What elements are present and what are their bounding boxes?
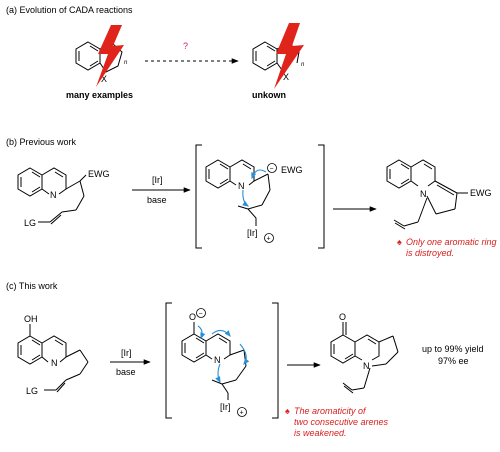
lightning-bolt-left-icon bbox=[96, 25, 124, 87]
note-b-line1: Only one aromatic ring bbox=[406, 237, 497, 247]
intermediate-b-ewg: EWG bbox=[281, 165, 303, 175]
reactant-b-n: N bbox=[50, 190, 57, 200]
curved-arrow-c3 bbox=[239, 343, 250, 366]
plus-charge-circle-c bbox=[237, 407, 247, 417]
minus-charge-b: − bbox=[270, 166, 274, 173]
note-c-line1: The aromaticity of bbox=[294, 406, 367, 416]
lightning-bolt-right-icon bbox=[274, 23, 304, 89]
plus-charge-circle-b bbox=[264, 233, 274, 243]
product-b-n: N bbox=[420, 189, 427, 199]
note-b-line2: is distroyed. bbox=[406, 248, 454, 258]
minus-charge-circle-b bbox=[267, 163, 277, 173]
product-c-o: O bbox=[339, 312, 346, 322]
curved-arrow-c1 bbox=[197, 325, 206, 340]
section-b: (b) Previous work N EWG LG [Ir] base bbox=[6, 137, 497, 258]
curved-arrow-b2 bbox=[242, 189, 250, 207]
note-c-symbol: ♠ bbox=[285, 406, 290, 416]
label-unknown: unkown bbox=[252, 90, 286, 100]
product-b-ewg: EWG bbox=[470, 188, 492, 198]
result-yield: up to 99% yield bbox=[422, 344, 484, 354]
atom-x-right: X bbox=[283, 72, 289, 82]
reactant-c bbox=[17, 324, 89, 393]
conditions-c-catalyst: [Ir] bbox=[121, 348, 132, 358]
intermediate-c-o: O bbox=[189, 312, 196, 322]
note-c-line2: two consecutive arenes bbox=[294, 417, 389, 427]
reactant-c-n: N bbox=[51, 358, 58, 368]
reactant-b-quinoline bbox=[17, 167, 87, 225]
reactant-c-oh: OH bbox=[24, 314, 38, 324]
plus-charge-b: + bbox=[267, 236, 271, 243]
bracket-c-right bbox=[272, 302, 279, 419]
product-c bbox=[330, 322, 399, 394]
section-c: (c) This work OH N LG [Ir] base bbox=[6, 281, 484, 438]
plus-charge-c: + bbox=[240, 410, 244, 417]
note-b-symbol: ♠ bbox=[397, 237, 402, 247]
intermediate-b-n: N bbox=[238, 181, 245, 191]
curved-arrow-c2 bbox=[211, 329, 231, 338]
note-c-line3: is weakened. bbox=[294, 428, 347, 438]
conditions-b-catalyst: [Ir] bbox=[152, 175, 163, 185]
conditions-b-base: base bbox=[147, 195, 167, 205]
section-a-title: (a) Evolution of CADA reactions bbox=[6, 5, 133, 15]
section-a: (a) Evolution of CADA reactions n X many… bbox=[6, 5, 305, 100]
reactant-b-ewg: EWG bbox=[88, 169, 110, 179]
bracket-b-left bbox=[195, 144, 202, 249]
curved-arrow-b1 bbox=[251, 169, 267, 180]
minus-charge-c: − bbox=[199, 311, 203, 318]
intermediate-b-metal: [Ir] bbox=[247, 228, 258, 238]
section-b-title: (b) Previous work bbox=[6, 137, 77, 147]
label-many-examples: many examples bbox=[66, 90, 133, 100]
intermediate-c-metal: [Ir] bbox=[220, 402, 231, 412]
product-b bbox=[386, 159, 468, 230]
curved-arrow-c4 bbox=[215, 363, 221, 384]
bracket-c-left bbox=[165, 302, 172, 419]
reactant-b-lg: LG bbox=[24, 218, 36, 228]
atom-x-left: X bbox=[101, 74, 107, 84]
minus-charge-circle-c bbox=[196, 308, 206, 318]
subscript-n-left: n bbox=[124, 60, 128, 66]
subscript-n-right: n bbox=[301, 62, 305, 68]
question-mark: ? bbox=[183, 41, 188, 51]
bracket-b-right bbox=[318, 144, 325, 249]
section-c-title: (c) This work bbox=[6, 281, 58, 291]
intermediate-c-n: N bbox=[214, 355, 221, 365]
reactant-c-lg: LG bbox=[26, 386, 38, 396]
conditions-c-base: base bbox=[116, 367, 136, 377]
product-c-n: N bbox=[363, 361, 370, 371]
intermediate-b bbox=[205, 159, 271, 226]
result-ee: 97% ee bbox=[438, 356, 469, 366]
